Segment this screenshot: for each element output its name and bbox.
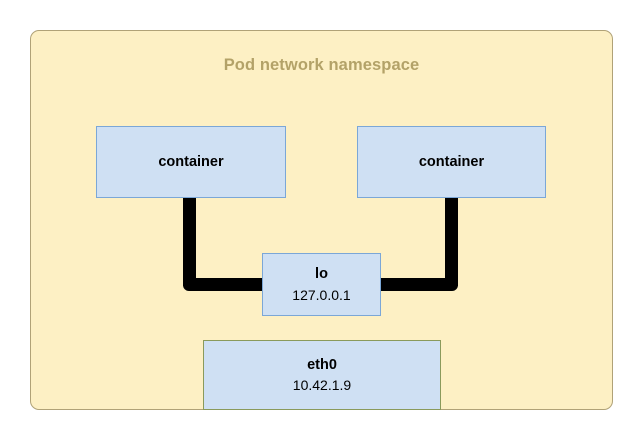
node-eth0-label: eth0 bbox=[307, 356, 337, 373]
node-lo[interactable]: lo 127.0.0.1 bbox=[262, 253, 381, 316]
node-container-right[interactable]: container bbox=[357, 126, 546, 198]
node-container-right-label: container bbox=[418, 153, 485, 170]
node-eth0-address: 10.42.1.9 bbox=[292, 377, 352, 394]
node-eth0[interactable]: eth0 10.42.1.9 bbox=[203, 340, 441, 410]
node-lo-label: lo bbox=[315, 266, 328, 283]
node-container-left[interactable]: container bbox=[96, 126, 286, 198]
link-container-right-to-lo-vertical bbox=[445, 196, 458, 286]
link-container-left-to-lo-horizontal bbox=[183, 278, 275, 291]
link-container-right-to-lo-horizontal bbox=[368, 278, 458, 291]
pod-network-namespace-title: Pod network namespace bbox=[223, 56, 420, 74]
node-container-left-label: container bbox=[158, 153, 224, 170]
node-lo-address: 127.0.0.1 bbox=[292, 286, 351, 303]
link-container-left-to-lo-vertical bbox=[183, 196, 196, 286]
